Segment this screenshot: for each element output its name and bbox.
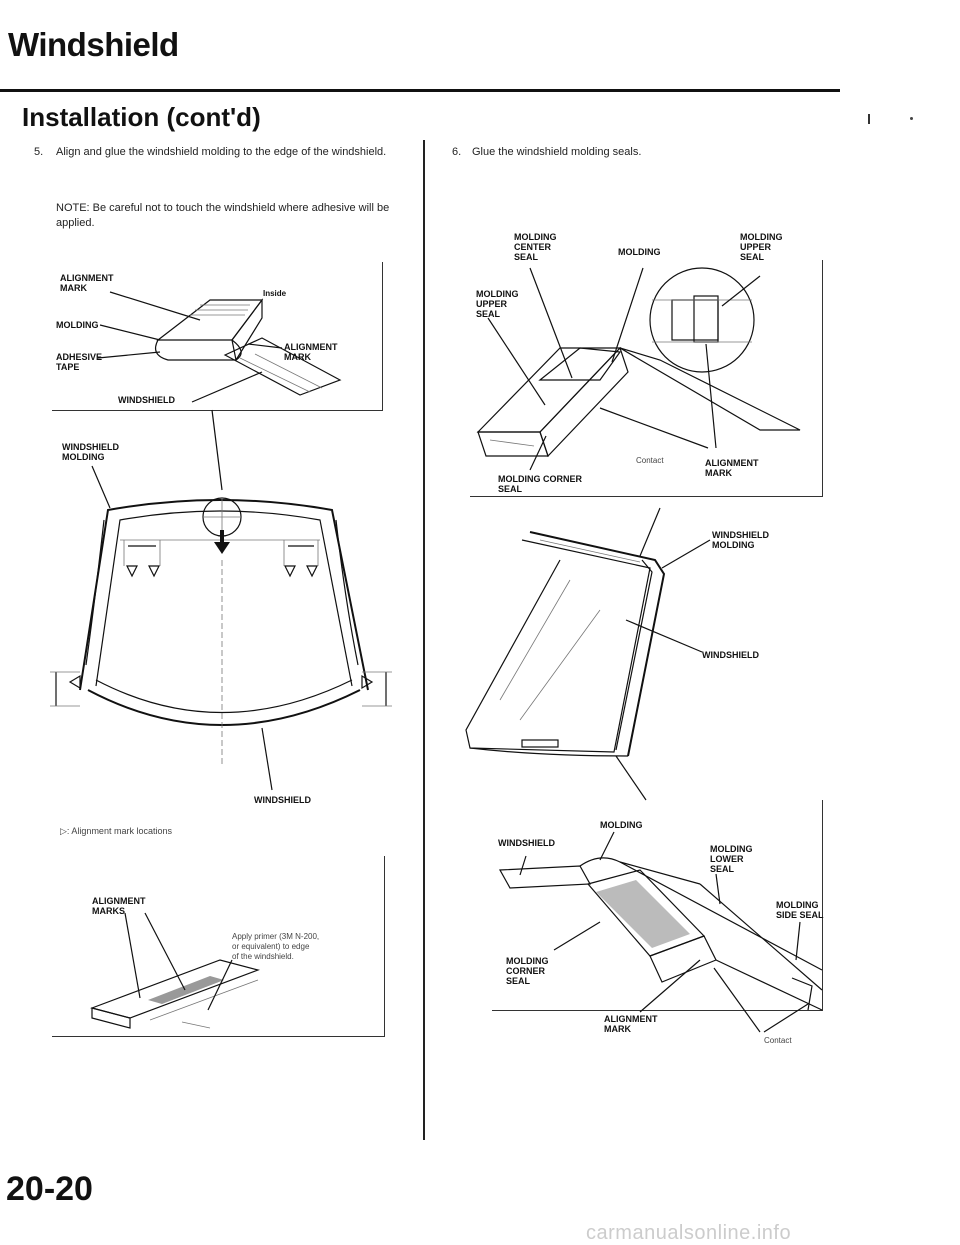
fig6-alignment-mark: ALIGNMENT MARK <box>604 1014 658 1034</box>
fig6-molding-lower-seal: MOLDING LOWER SEAL <box>710 844 753 874</box>
fig1-alignment-mark: ALIGNMENT MARK <box>60 273 114 293</box>
fig6-molding-side-seal: MOLDING SIDE SEAL <box>776 900 824 920</box>
fig1-frame <box>52 262 383 411</box>
fig4-molding-center-seal: MOLDING CENTER SEAL <box>514 232 557 262</box>
page-title: Windshield <box>8 26 179 63</box>
fig4-molding: MOLDING <box>618 247 661 257</box>
fig2-windshield: WINDSHIELD <box>254 795 311 805</box>
fig6-molding-corner-seal: MOLDING CORNER SEAL <box>506 956 549 986</box>
margin-mark <box>868 114 870 124</box>
fig4-contact: Contact <box>636 456 664 465</box>
fig6-frame <box>492 800 823 1011</box>
title-rule <box>0 89 840 92</box>
fig4-frame <box>470 260 823 497</box>
fig6-windshield: WINDSHIELD <box>498 838 555 848</box>
fig2-legend: ▷: Alignment mark locations <box>60 826 172 836</box>
step-5-note: NOTE: Be careful not to touch the windsh… <box>56 202 390 229</box>
step-6-text: Glue the windshield molding seals. <box>472 146 642 158</box>
step-5-text: Align and glue the windshield molding to… <box>56 146 387 158</box>
fig6-molding: MOLDING <box>600 820 643 830</box>
fig3-primer-note: Apply primer (3M N-200, or equivalent) t… <box>232 932 320 961</box>
fig1-windshield: WINDSHIELD <box>118 395 175 405</box>
fig1-alignment-mark-right: ALIGNMENT MARK <box>284 342 338 362</box>
fig3-frame <box>52 856 385 1037</box>
fig4-molding-upper-seal-right: MOLDING UPPER SEAL <box>740 232 783 262</box>
column-divider <box>423 140 425 1140</box>
step-5-number: 5. <box>34 146 44 158</box>
fig3-alignment-marks: ALIGNMENT MARKS <box>92 896 146 916</box>
page-number: 20-20 <box>6 1170 93 1208</box>
fig1-adhesive-tape: ADHESIVE TAPE <box>56 352 103 372</box>
fig4-molding-upper-seal-left: MOLDING UPPER SEAL <box>476 289 519 319</box>
fig5-windshield: WINDSHIELD <box>702 650 759 660</box>
fig6-contact: Contact <box>764 1036 792 1045</box>
footer-url: carmanualsonline.info <box>586 1222 792 1244</box>
fig2-windshield-molding: WINDSHIELD MOLDING <box>62 442 119 462</box>
fig1-molding: MOLDING <box>56 320 99 330</box>
fig5-windshield-molding: WINDSHIELD MOLDING <box>712 530 769 550</box>
fig1-inside: Inside <box>263 289 287 298</box>
section-title: Installation (cont'd) <box>22 102 261 132</box>
margin-dot <box>910 117 913 120</box>
fig4-alignment-mark: ALIGNMENT MARK <box>705 458 759 478</box>
fig4-molding-corner-seal: MOLDING CORNER SEAL <box>498 474 582 494</box>
step-6-number: 6. <box>452 146 462 158</box>
